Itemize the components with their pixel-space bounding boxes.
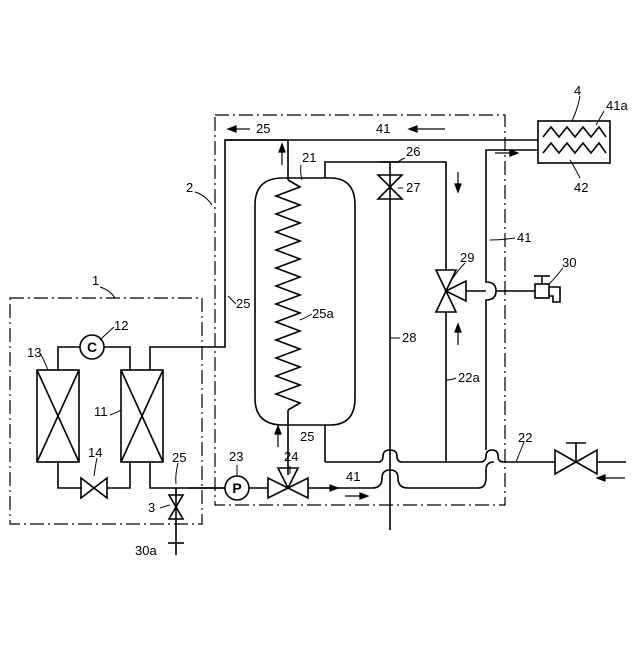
compressor-symbol: C	[87, 339, 97, 355]
leader-lines	[40, 96, 604, 508]
inlet-valve-22	[555, 443, 597, 474]
pipe-26	[325, 162, 446, 270]
label-26: 26	[406, 144, 420, 159]
pump-symbol: P	[232, 480, 241, 496]
heating-coil-25a	[276, 180, 300, 410]
label-41-bottom: 41	[346, 469, 360, 484]
faucet-30	[534, 276, 560, 302]
label-30a: 30a	[135, 543, 157, 558]
radiator-4	[538, 121, 610, 163]
pipe-25-upper	[150, 140, 288, 370]
label-3: 3	[148, 500, 155, 515]
compressor-12: C	[80, 335, 104, 359]
pipe-41-right	[486, 150, 538, 450]
label-24: 24	[284, 449, 298, 464]
label-4: 4	[574, 83, 581, 98]
label-12: 12	[114, 318, 128, 333]
label-28: 28	[402, 330, 416, 345]
three-way-valve-29	[436, 270, 466, 312]
label-25-top: 25	[256, 121, 270, 136]
heat-exchanger-11	[121, 370, 163, 462]
label-25a: 25a	[312, 306, 334, 321]
label-22a: 22a	[458, 370, 480, 385]
label-25-unit1: 25	[172, 450, 186, 465]
label-41a: 41a	[606, 98, 628, 113]
label-23: 23	[229, 449, 243, 464]
label-21: 21	[302, 150, 316, 165]
pipe-41-bottom	[308, 462, 494, 488]
radiator-coil-42	[543, 143, 606, 153]
label-25-low: 25	[300, 429, 314, 444]
label-22: 22	[518, 430, 532, 445]
radiator-coil-41a	[543, 127, 606, 137]
label-42: 42	[574, 180, 588, 195]
pump-23: P	[225, 476, 249, 500]
label-25-mid: 25	[236, 296, 250, 311]
heat-exchanger-13	[37, 370, 79, 462]
label-30: 30	[562, 255, 576, 270]
pipe-25-lower	[150, 462, 225, 488]
label-41-right: 41	[517, 230, 531, 245]
label-1: 1	[92, 273, 99, 288]
label-2: 2	[186, 180, 193, 195]
expansion-valve-14	[81, 478, 107, 498]
label-13: 13	[27, 345, 41, 360]
label-41-top: 41	[376, 121, 390, 136]
label-29: 29	[460, 250, 474, 265]
label-27: 27	[406, 180, 420, 195]
label-11: 11	[94, 404, 108, 419]
storage-tank-21	[255, 178, 355, 425]
unit-2-boundary	[215, 115, 505, 505]
label-14: 14	[88, 445, 102, 460]
